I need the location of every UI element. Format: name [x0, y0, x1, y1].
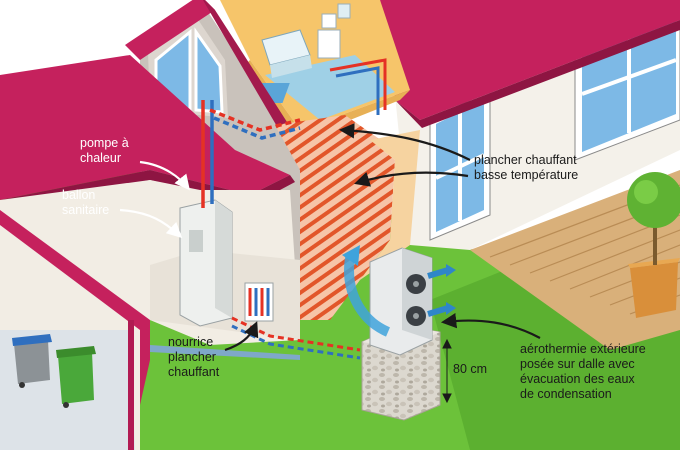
label-ballon-sanitaire-line2: sanitaire [62, 203, 110, 217]
arrow-aerothermie [440, 312, 541, 339]
arrow-nourrice [224, 321, 259, 352]
label-aerothermie-line2: posée sur dalle avec [520, 357, 635, 371]
foundation-edge [150, 345, 300, 360]
label-nourrice-line1: nourrice [168, 335, 214, 349]
outdoor-heat-pump-unit [369, 247, 433, 356]
floor-heating-manifold [244, 282, 274, 322]
arrow-plancher-etage [338, 123, 471, 161]
facade-window-1 [429, 89, 491, 241]
callout-arrows [119, 123, 541, 352]
wheelie-bin-grey [12, 334, 52, 388]
roof-left-wing-edge [0, 170, 295, 210]
ground-floor-heating-loops [300, 140, 395, 320]
label-pompe-a-chaleur-line1: pompe à [80, 136, 129, 150]
potted-tree [627, 172, 680, 318]
heat-pump-pipes [201, 100, 301, 208]
gable-window-right [194, 27, 224, 114]
label-aerothermie-line3: évacuation des eaux [520, 372, 635, 386]
air-flow-arrows [342, 245, 456, 337]
roof-right [380, 0, 680, 120]
wheelie-bin-green [56, 346, 96, 408]
label-nourrice-line2: plancher [168, 350, 216, 364]
arrow-plancher-rdc [354, 171, 469, 187]
gable-roof-right [202, 0, 305, 152]
label-pompe-a-chaleur: pompe à chaleur [80, 136, 129, 166]
bathroom-pipes [329, 58, 387, 115]
label-ballon-sanitaire: ballon sanitaire [62, 188, 109, 218]
label-plancher-chauffant: plancher chauffant basse température [474, 153, 578, 183]
roof-left-wing [0, 55, 290, 200]
arrow-ballon-sanitaire [119, 208, 183, 239]
label-hauteur-dalle: 80 cm [453, 362, 488, 376]
heat-pump-indoor-unit [179, 199, 233, 327]
arrow-pompe-a-chaleur [139, 160, 190, 191]
label-aerothermie-line1: aérothermie extérieure [520, 342, 646, 356]
label-aerothermie-line4: de condensation [520, 387, 612, 401]
height-dimension [442, 338, 452, 404]
label-plancher-chauffant-line1: plancher chauffant [474, 153, 577, 167]
label-plancher-chauffant-line2: basse température [474, 168, 579, 182]
carport-post [128, 320, 134, 450]
label-pompe-a-chaleur-line2: chaleur [80, 151, 121, 165]
label-ballon-sanitaire-line1: ballon [62, 188, 96, 202]
label-nourrice-line3: chauffant [168, 365, 220, 379]
interior-wall-cut [360, 130, 420, 280]
bathtub [261, 29, 312, 78]
label-aerothermie: aérothermie extérieure posée sur dalle a… [520, 342, 646, 402]
gable-roof-left [125, 0, 215, 60]
sink-cabinet [317, 3, 351, 59]
wooden-terrace [470, 170, 680, 350]
label-nourrice: nourrice plancher chauffant [168, 335, 219, 380]
